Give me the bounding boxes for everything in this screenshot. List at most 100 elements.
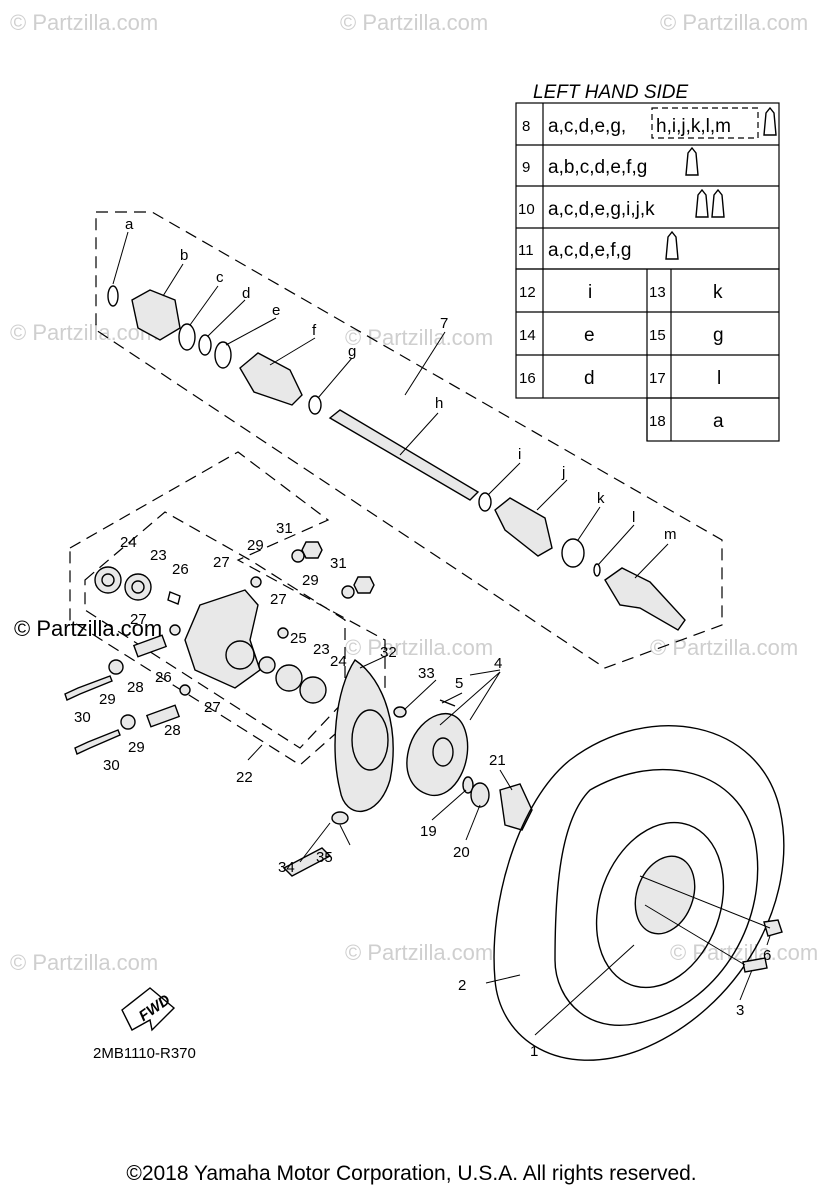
pair-number: 15	[649, 327, 666, 344]
pair-number: 13	[649, 284, 666, 301]
boot-f	[239, 352, 303, 406]
row-number: 8	[522, 118, 530, 135]
collar-27	[277, 627, 289, 639]
pair-number: 12	[519, 284, 536, 301]
callout-labels: a b c d e f g h i j k l m 7 24 23 26 27 …	[74, 216, 771, 1060]
screw-33	[393, 706, 407, 718]
shaft-h	[328, 409, 480, 501]
callout-6: 6	[763, 947, 771, 964]
callout-d: d	[242, 285, 250, 302]
circlip-l	[593, 563, 601, 577]
hub-and-disc	[282, 659, 533, 877]
oil-seal	[94, 566, 122, 594]
callout-k: k	[597, 490, 605, 507]
callout-26: 26	[155, 669, 172, 686]
washer-29	[120, 714, 136, 730]
left-hand-side-table: LEFT HAND SIDE 8 a,c,d,e,g, h,i,j,k,l,m …	[515, 82, 780, 442]
watermark: © Partzilla.com	[345, 635, 493, 660]
watermark: © Partzilla.com	[345, 940, 493, 965]
spacer-25	[258, 656, 276, 674]
knuckle-parts	[64, 541, 375, 755]
pair-value: g	[713, 325, 724, 346]
callout-24: 24	[120, 534, 137, 551]
nut-31	[301, 541, 323, 559]
pair-value: k	[713, 282, 723, 303]
band-g	[308, 395, 322, 415]
fwd-label: FWD	[136, 991, 174, 1025]
watermark-layer: © Partzilla.com © Partzilla.com © Partzi…	[10, 10, 818, 975]
watermark: © Partzilla.com	[670, 940, 818, 965]
copyright-notice: ©2018 Yamaha Motor Corporation, U.S.A. A…	[126, 1162, 697, 1185]
row-number: 10	[518, 201, 535, 218]
pair-number: 18	[649, 413, 666, 430]
circlip-c	[178, 323, 196, 351]
grease-tube-icon	[695, 188, 709, 218]
callout-35: 35	[316, 849, 333, 866]
callout-27: 27	[270, 591, 287, 608]
bearing-23	[275, 664, 303, 692]
pair-number: 17	[649, 370, 666, 387]
row-parts: a,c,d,e,g,i,j,k	[548, 199, 655, 220]
callout-28: 28	[127, 679, 144, 696]
oil-seal-24	[299, 676, 327, 704]
tire-inner-edge	[554, 769, 759, 1026]
row-number: 11	[518, 242, 534, 259]
washer-29	[291, 549, 305, 563]
watermark: © Partzilla.com	[660, 10, 808, 35]
leader-lines	[112, 231, 771, 1036]
watermark: © Partzilla.com	[345, 325, 493, 350]
bolt-30	[64, 675, 113, 701]
stud-bolt-5	[439, 699, 456, 707]
callout-h: h	[435, 395, 443, 412]
callout-21: 21	[489, 752, 506, 769]
row-parts-boxed: h,i,j,k,l,m	[656, 116, 731, 137]
table-title: LEFT HAND SIDE	[533, 82, 689, 103]
callout-l: l	[632, 509, 635, 526]
callout-20: 20	[453, 844, 470, 861]
row-number: 9	[522, 159, 530, 176]
wheel-1	[595, 821, 725, 989]
callout-33: 33	[418, 665, 435, 682]
collar-27	[250, 576, 262, 588]
callout-b: b	[180, 247, 188, 264]
wheel-and-tire	[493, 725, 785, 1061]
pair-value: l	[717, 368, 721, 389]
callout-19: 19	[420, 823, 437, 840]
washer-29	[341, 585, 355, 599]
bolt-26	[167, 591, 181, 605]
callout-7: 7	[440, 315, 448, 332]
collar-27	[169, 624, 181, 636]
callout-3: 3	[736, 1002, 744, 1019]
diagram-code: 2MB1110-R370	[93, 1045, 196, 1062]
brake-disc-32	[334, 659, 394, 813]
callout-23: 23	[313, 641, 330, 658]
grease-tube-icon	[685, 146, 699, 176]
knuckle	[184, 589, 261, 689]
driveshaft-assembly-outline	[95, 211, 723, 669]
stud-bolt-3	[742, 957, 768, 973]
pair-value: a	[713, 411, 724, 432]
pair-number: 14	[519, 327, 536, 344]
band-k	[561, 538, 585, 568]
bolt-30	[74, 729, 121, 755]
callout-29: 29	[247, 537, 264, 554]
callout-i: i	[518, 446, 521, 463]
collar-27	[179, 684, 191, 696]
callout-30: 30	[74, 709, 91, 726]
pair-value: e	[584, 325, 595, 346]
hub-4	[406, 712, 469, 796]
cv-joint-m	[604, 567, 686, 631]
circlip-a	[107, 285, 119, 307]
callout-a: a	[125, 216, 134, 233]
callout-4: 4	[494, 655, 502, 672]
callout-26: 26	[172, 561, 189, 578]
callout-f: f	[312, 322, 317, 339]
protector-34	[282, 847, 332, 877]
driveshaft-parts	[107, 285, 686, 631]
double-offset-joint-b	[131, 289, 181, 341]
callout-27: 27	[130, 611, 147, 628]
callout-24: 24	[330, 653, 347, 670]
callout-29: 29	[128, 739, 145, 756]
nut-cover-21	[499, 783, 533, 831]
